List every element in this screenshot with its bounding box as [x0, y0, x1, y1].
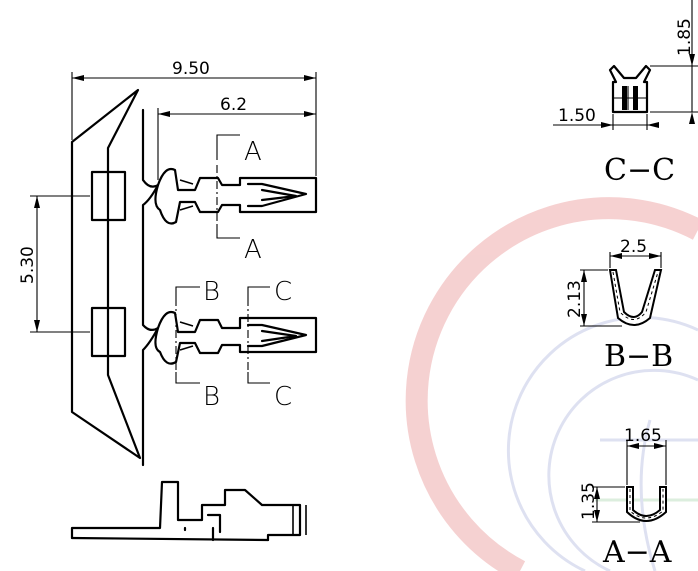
- dimension-6-2: 6.2: [157, 95, 316, 180]
- strip-edge: [141, 108, 160, 467]
- section-marker-a-bottom: A: [244, 235, 262, 265]
- section-marker-c-bottom: C: [274, 382, 292, 412]
- dimension-label-overall-width: 9.50: [172, 59, 210, 79]
- section-marker-c-top: C: [274, 277, 292, 307]
- dimension-label-terminal-length: 6.2: [220, 95, 247, 115]
- dimension-9-50: 9.50: [71, 59, 317, 176]
- dimension-label-cc-width: 1.50: [558, 106, 596, 126]
- section-lines: [175, 134, 270, 384]
- dimension-label-bb-width: 2.5: [620, 237, 647, 257]
- dimension-label-cc-height: 1.85: [675, 18, 695, 56]
- section-title-aa: A−A: [602, 535, 672, 570]
- dimension-label-aa-width: 1.65: [624, 426, 662, 446]
- carrier-strip: [70, 88, 142, 460]
- section-aa: 1.65 1.35 A−A: [579, 426, 672, 570]
- section-marker-b-bottom: B: [203, 382, 220, 412]
- section-title-bb: B−B: [604, 339, 673, 374]
- section-title-cc: C−C: [604, 153, 675, 188]
- terminal-lower: [154, 310, 318, 365]
- main-plan-view: A A B B C C 9.50 6.2: [18, 59, 318, 467]
- dimension-label-pitch: 5.30: [18, 246, 38, 284]
- dimension-5-30: 5.30: [18, 195, 90, 333]
- pilot-hole-top: [90, 170, 127, 222]
- section-marker-b-top: B: [203, 277, 220, 307]
- watermark-logo: [405, 197, 698, 571]
- section-marker-a-top: A: [244, 137, 262, 167]
- pilot-hole-bottom: [90, 306, 127, 358]
- section-bb: 2.5 2.13 B−B: [565, 237, 673, 374]
- side-view: [70, 480, 307, 542]
- section-cc: 1.85 1.50 C−C: [553, 0, 698, 188]
- terminal-upper: [154, 167, 318, 225]
- dimension-label-bb-height: 2.13: [565, 280, 585, 318]
- dimension-label-aa-height: 1.35: [579, 482, 599, 520]
